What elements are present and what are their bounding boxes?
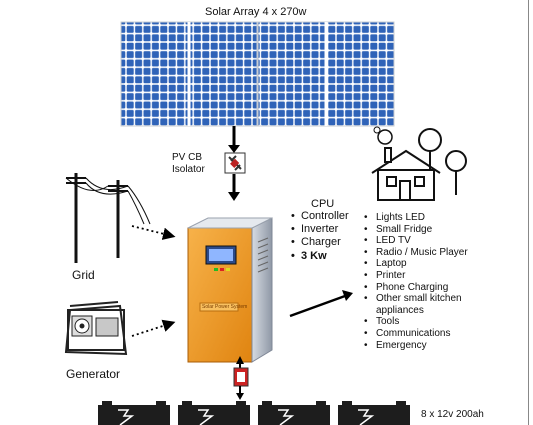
battery-2 <box>178 401 250 425</box>
arrow-inverter-to-loads <box>289 294 346 318</box>
load-item: Other small kitchen appliances <box>362 293 480 316</box>
load-item: Radio / Music Player <box>362 247 480 259</box>
arrow-generator-to-inverter <box>131 319 176 337</box>
battery-1 <box>98 401 170 425</box>
isolator-label: PV CB Isolator <box>172 152 205 176</box>
load-item: Phone Charging <box>362 282 480 294</box>
battery-label: 8 x 12v 200ah <box>421 409 484 420</box>
generator-label: Generator <box>66 367 121 381</box>
battery-3 <box>258 401 330 425</box>
generator-icon <box>64 301 128 356</box>
cpu-item-inverter: Inverter <box>291 223 349 236</box>
cpu-feature-list: Controller Inverter Charger 3 Kw <box>291 210 349 263</box>
isolator-icon <box>224 152 246 174</box>
isolator-label-line2: Isolator <box>172 164 205 175</box>
grid-pole-icon <box>65 173 151 263</box>
load-item: Laptop <box>362 258 480 270</box>
cpu-item-controller: Controller <box>291 210 349 223</box>
fuse-icon <box>233 367 249 387</box>
cpu-item-charger: Charger <box>291 236 349 249</box>
grid-label: Grid <box>72 268 95 282</box>
isolator-label-line1: PV CB <box>172 152 203 163</box>
load-item: Printer <box>362 270 480 282</box>
solar-panel-1 <box>120 21 258 127</box>
load-item: Tools <box>362 316 480 328</box>
load-item: Communications <box>362 328 480 340</box>
house-icon <box>371 126 467 201</box>
page-edge-divider <box>528 0 529 425</box>
cpu-title: CPU <box>311 198 335 210</box>
solar-array-title: Solar Array 4 x 270w <box>205 6 307 18</box>
load-item: LED TV <box>362 235 480 247</box>
inverter-unit <box>187 217 273 363</box>
load-item: Small Fridge <box>362 224 480 236</box>
loads-list: Lights LED Small Fridge LED TV Radio / M… <box>362 212 480 351</box>
arrow-grid-to-inverter <box>131 225 176 240</box>
cpu-item-power: 3 Kw <box>291 250 349 263</box>
solar-panel-2 <box>257 21 395 127</box>
load-item: Lights LED <box>362 212 480 224</box>
load-item: Emergency <box>362 340 480 352</box>
inverter-brand-text: Solar Power System <box>202 304 248 310</box>
battery-4 <box>338 401 410 425</box>
